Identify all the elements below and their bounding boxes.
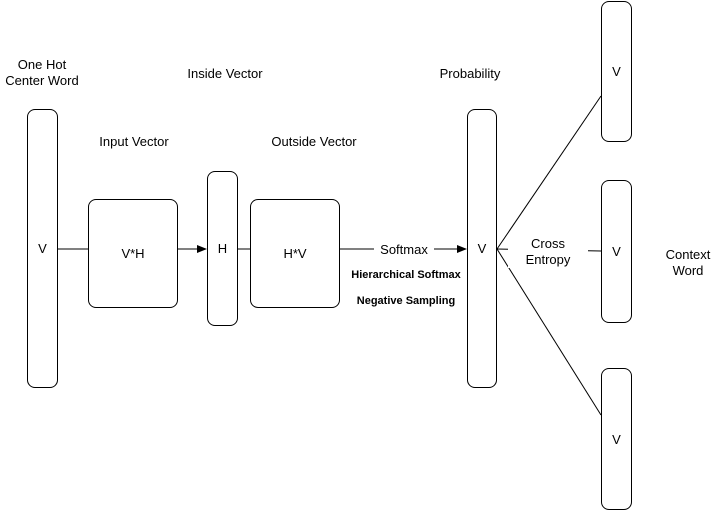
context-vector-mid-value: V <box>612 244 621 259</box>
probability-label: Probability <box>439 66 501 81</box>
hidden-vector-box: H <box>207 171 238 326</box>
one-hot-vector-box: V <box>27 109 58 388</box>
output-matrix-value: H*V <box>283 246 307 261</box>
context-vector-top-box: V <box>601 1 632 142</box>
one-hot-center-word-label: One Hot Center Word <box>5 57 79 88</box>
context-vector-bottom-box: V <box>601 368 632 510</box>
edge-probability-to-context-bottom <box>496 248 602 416</box>
context-vector-mid-box: V <box>601 180 632 323</box>
input-matrix-box: V*H <box>88 199 178 308</box>
edge-probability-to-context-top <box>496 95 602 250</box>
one-hot-vector-value: V <box>38 241 47 256</box>
softmax-label: Softmax <box>380 242 428 257</box>
inside-vector-label: Inside Vector <box>187 66 263 81</box>
output-matrix-box: H*V <box>250 199 340 308</box>
probability-vector-box: V <box>467 109 497 388</box>
context-vector-bottom-value: V <box>612 431 621 447</box>
context-vector-top-value: V <box>612 64 621 79</box>
cross-entropy-label: Cross Entropy <box>508 236 588 268</box>
input-vector-label: Input Vector <box>99 134 169 149</box>
outside-vector-label: Outside Vector <box>271 134 357 149</box>
input-matrix-value: V*H <box>121 246 145 261</box>
context-word-label: Context Word <box>665 247 711 278</box>
hierarchical-softmax-label: Hierarchical Softmax <box>351 269 461 281</box>
hidden-vector-value: H <box>217 241 228 256</box>
probability-vector-value: V <box>477 241 487 256</box>
negative-sampling-label: Negative Sampling <box>356 295 456 307</box>
